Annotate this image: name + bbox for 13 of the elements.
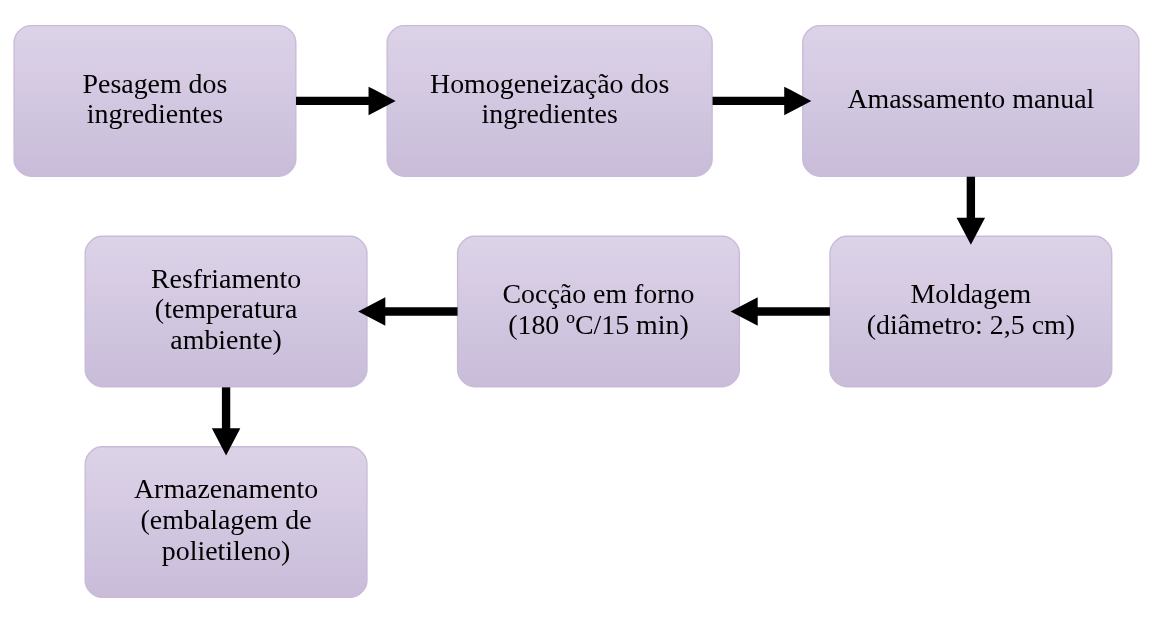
node-box: Amassamento manual xyxy=(802,24,1140,177)
arrow xyxy=(712,86,812,115)
node-box: Pesagem dos ingredientes xyxy=(13,24,297,177)
arrow xyxy=(730,296,830,326)
node-box: Moldagem (diâmetro: 2,5 cm) xyxy=(829,235,1113,387)
arrow xyxy=(296,86,396,115)
arrow xyxy=(211,386,241,455)
node-box: Armazenamento (embalagem de polietileno) xyxy=(84,445,368,598)
node-box: Homogeneização dos ingredientes xyxy=(386,24,713,177)
node-box: Resfriamento (temperatura ambiente) xyxy=(84,235,368,387)
node-box: Cocção em forno (180 ºC/15 min) xyxy=(456,235,741,387)
arrow xyxy=(956,176,986,245)
arrow xyxy=(358,296,458,326)
